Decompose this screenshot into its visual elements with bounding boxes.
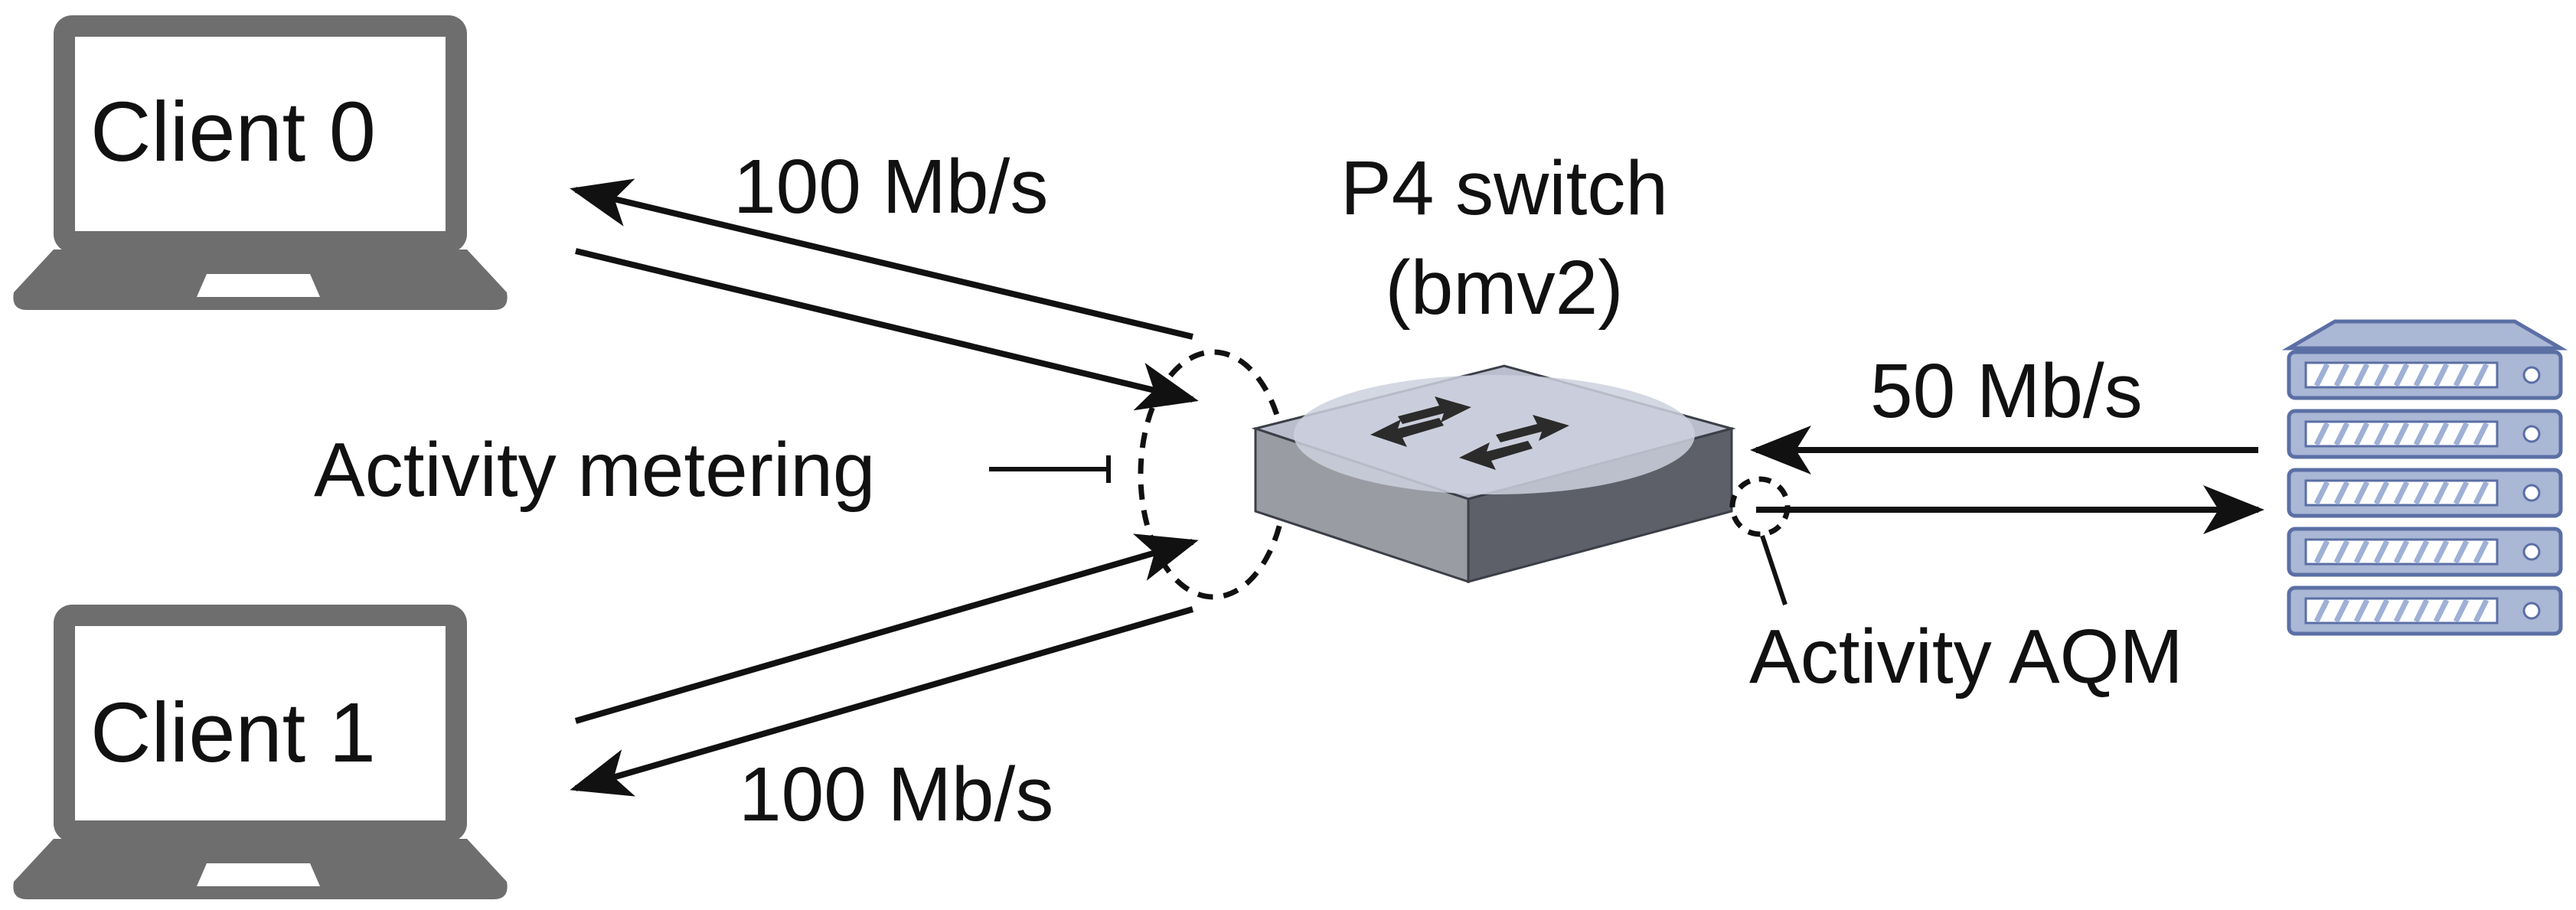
downlink-arrow-client-0 (570, 178, 1193, 340)
activity-aqm-marker (1729, 476, 1791, 537)
client-0-link-rate: 100 Mb/s (733, 144, 1048, 230)
downlink-arrow-client-1 (570, 606, 1194, 797)
uplink-arrow-client-1 (574, 533, 1199, 724)
client-0-laptop: Client 0 (13, 15, 508, 310)
switch-label-line1: P4 switch (1340, 145, 1668, 231)
laptop-icon (13, 15, 508, 310)
client-1-laptop: Client 1 (13, 605, 508, 899)
network-switch-icon (1251, 364, 1736, 584)
client-1-link-rate: 100 Mb/s (739, 752, 1053, 837)
server-link-rate: 50 Mb/s (1870, 348, 2143, 434)
client-1-label: Client 1 (90, 686, 376, 780)
laptop-icon (13, 605, 508, 899)
client-0-label: Client 0 (90, 85, 376, 179)
switch-label-line2: (bmv2) (1385, 245, 1623, 331)
activity-aqm-label: Activity AQM (1749, 614, 2183, 700)
activity-aqm-leader (1760, 535, 1788, 605)
activity-metering-label: Activity metering (314, 427, 876, 513)
server-rack-icon (2281, 319, 2568, 636)
p4-switch: P4 switch (bmv2) (1251, 145, 1736, 584)
server-rack (2281, 319, 2568, 636)
uplink-arrow-client-0 (575, 248, 1199, 411)
